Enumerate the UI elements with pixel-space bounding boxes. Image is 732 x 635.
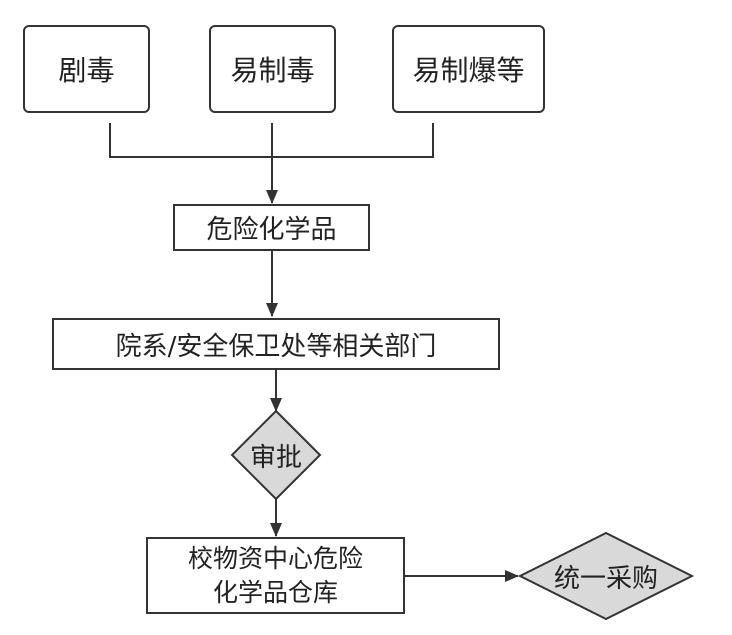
node-yizhidu: 易制毒: [209, 25, 336, 113]
node-bumen: 院系/安全保卫处等相关部门: [52, 318, 500, 370]
shenpi-diamond: [230, 409, 322, 501]
node-yizhibao: 易制爆等: [392, 25, 545, 113]
node-jidu: 剧毒: [23, 25, 150, 113]
node-weixianpin: 危险化学品: [173, 204, 370, 251]
shenpi-label: 审批: [249, 442, 302, 473]
caigou-diamond: [517, 531, 695, 621]
cangku-line-1: 校物资中心危险: [187, 543, 363, 573]
caigou-label: 统一采购: [553, 563, 658, 594]
node-cangku: 校物资中心危险 化学品仓库: [146, 537, 405, 614]
cangku-line-2: 化学品仓库: [212, 577, 338, 607]
